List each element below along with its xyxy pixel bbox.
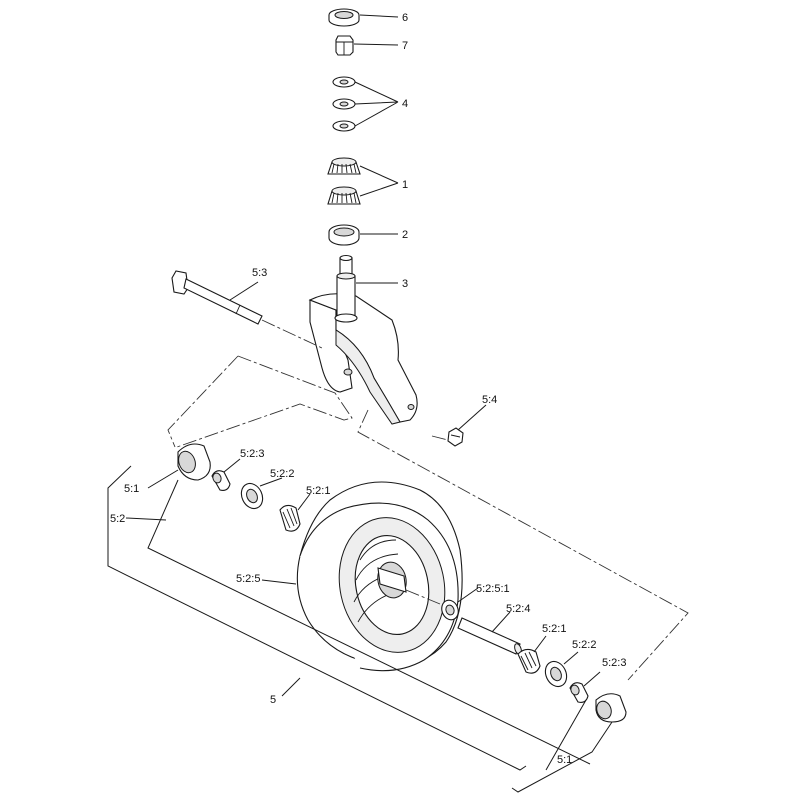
bracket-5-1-right-a xyxy=(545,699,587,771)
part-6-dust-seal xyxy=(328,8,360,27)
part-5-2-1-left-bearing xyxy=(279,504,301,532)
leader-7 xyxy=(353,43,399,46)
callout-5-3: 5:3 xyxy=(252,267,267,279)
callout-5-1-bottom: 5:1 xyxy=(557,754,572,766)
callout-5-2-4: 5:2:4 xyxy=(506,603,530,615)
leader-5-2-5-1 xyxy=(457,587,479,603)
part-2-bearing-race xyxy=(328,224,360,246)
callout-6: 6 xyxy=(402,12,408,24)
callout-5-2-3-right: 5:2:3 xyxy=(602,657,626,669)
leader-5-2 xyxy=(125,517,167,521)
part-5-4-lock-nut xyxy=(447,427,464,447)
part-5-2-4-axle-tube xyxy=(457,617,522,655)
part-1-tapered-bearings xyxy=(327,157,361,205)
part-5-2-1-right-bearing xyxy=(517,648,541,674)
callout-5-2-2-right: 5:2:2 xyxy=(572,639,596,651)
callout-3: 3 xyxy=(402,278,408,290)
part-7-nut xyxy=(335,35,354,56)
callout-5-1-top: 5:1 xyxy=(124,483,139,495)
part-5-1-left-spacer xyxy=(177,443,211,481)
part-5-2-5-1-spacer xyxy=(441,599,459,621)
part-5-2-2-right-seal xyxy=(544,660,568,688)
leader-5-2-3-right xyxy=(583,671,601,687)
centerline-bolt xyxy=(261,319,323,349)
part-5-3-axle-bolt xyxy=(171,270,263,325)
callout-5-2: 5:2 xyxy=(110,513,125,525)
leader-5-2-1-right xyxy=(533,635,547,653)
callout-1: 1 xyxy=(402,179,408,191)
callout-5-2-2-left: 5:2:2 xyxy=(270,468,294,480)
leader-5-1-top xyxy=(147,469,179,489)
part-5-2-2-left-seal xyxy=(240,482,264,510)
leader-5-2-2-right xyxy=(563,651,579,665)
part-5-2-3-right-bushing xyxy=(569,682,589,703)
leader-6 xyxy=(359,14,399,18)
leader-1 xyxy=(359,165,399,197)
leader-5 xyxy=(281,677,301,697)
leader-4 xyxy=(354,81,399,127)
callout-4: 4 xyxy=(402,98,408,110)
leader-5-2-3-left xyxy=(223,458,241,473)
phantom-left-outline xyxy=(167,355,353,448)
part-5-2-3-left-bushing xyxy=(211,470,231,491)
leader-5-3 xyxy=(229,281,259,301)
part-4-washers xyxy=(332,76,356,132)
callout-2: 2 xyxy=(402,229,408,241)
bracket-5 xyxy=(107,465,527,771)
centerline-axle xyxy=(405,589,441,605)
bracket-5-1-right-b xyxy=(511,721,613,793)
leader-5-2-1-left xyxy=(297,493,311,511)
leader-5-2-4 xyxy=(491,611,511,633)
callout-5-2-1-right: 5:2:1 xyxy=(542,623,566,635)
callout-5: 5 xyxy=(270,694,276,706)
callout-7: 7 xyxy=(402,40,408,52)
bracket-5-2 xyxy=(147,479,591,765)
part-5-1-right-spacer xyxy=(595,693,627,723)
callout-5-2-5-1: 5:2:5:1 xyxy=(476,583,510,595)
leader-5-2-2-left xyxy=(259,477,283,487)
callout-5-2-1-left: 5:2:1 xyxy=(306,485,330,497)
part-5-2-5-wheel-tire xyxy=(296,481,463,672)
part-3-caster-fork xyxy=(308,254,418,425)
leader-5-2-5 xyxy=(261,579,297,585)
phantom-right-outline xyxy=(357,409,689,681)
callout-5-2-5: 5:2:5 xyxy=(236,573,260,585)
callout-5-2-3-left: 5:2:3 xyxy=(240,448,264,460)
callout-5-4: 5:4 xyxy=(482,394,497,406)
leader-5-4 xyxy=(457,404,487,431)
